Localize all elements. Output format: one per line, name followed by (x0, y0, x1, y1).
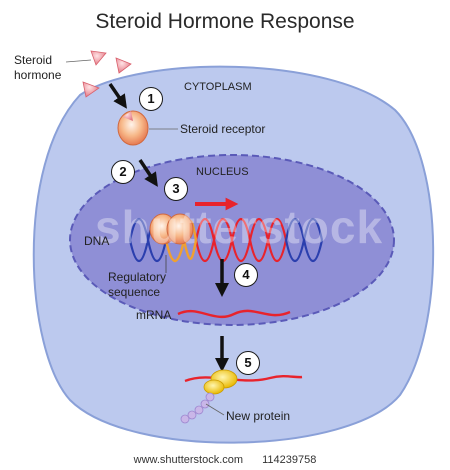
protein-label-line (205, 403, 225, 416)
label-steroid-hormone-line2: hormone (14, 68, 62, 82)
hormone-molecule (82, 81, 100, 98)
footer-bar: www.shutterstock.com 114239758 (0, 450, 450, 470)
dna-strand-blue-right-2 (284, 217, 324, 263)
hormone-label-line (65, 59, 92, 63)
watermark: shutterstock (95, 201, 384, 253)
steroid-receptor-complex (117, 110, 149, 146)
hormone-molecule (90, 50, 107, 66)
receptor-on-dna (149, 213, 194, 245)
dna-strand-red-2 (194, 217, 288, 263)
footer-site: www.shutterstock.com (133, 454, 244, 466)
cytoplasm-mrna (184, 374, 303, 383)
label-nucleus: NUCLEUS (196, 166, 249, 178)
label-regulatory-line1: Regulatory (108, 270, 167, 284)
step-1-badge: 1 (139, 87, 163, 111)
label-steroid-receptor: Steroid receptor (180, 122, 266, 136)
step-5-badge: 5 (236, 351, 260, 375)
mrna-strand (177, 309, 291, 319)
hormone-molecule (115, 57, 132, 74)
ribosome (203, 369, 238, 395)
label-cytoplasm: CYTOPLASM (184, 81, 252, 93)
arrow-step-1 (108, 83, 127, 109)
new-protein-chain (180, 392, 215, 424)
footer-image-number: 114239758 (262, 454, 317, 466)
label-mrna: mRNA (136, 308, 172, 322)
step-3-badge: 3 (164, 177, 188, 201)
label-steroid-hormone-line1: Steroid (14, 53, 53, 67)
step-2-badge: 2 (111, 160, 135, 184)
label-new-protein: New protein (226, 409, 291, 423)
label-dna: DNA (84, 234, 110, 248)
diagram-title: Steroid Hormone Response (95, 10, 355, 33)
step-4-badge: 4 (234, 263, 258, 287)
steroid-receptor (117, 110, 149, 146)
arrow-step-2 (138, 159, 158, 187)
steroid-hormones (82, 50, 132, 98)
label-regulatory-line2: sequence (108, 285, 161, 299)
dna-strand-red-1 (194, 217, 288, 263)
bound-hormone (123, 111, 133, 121)
